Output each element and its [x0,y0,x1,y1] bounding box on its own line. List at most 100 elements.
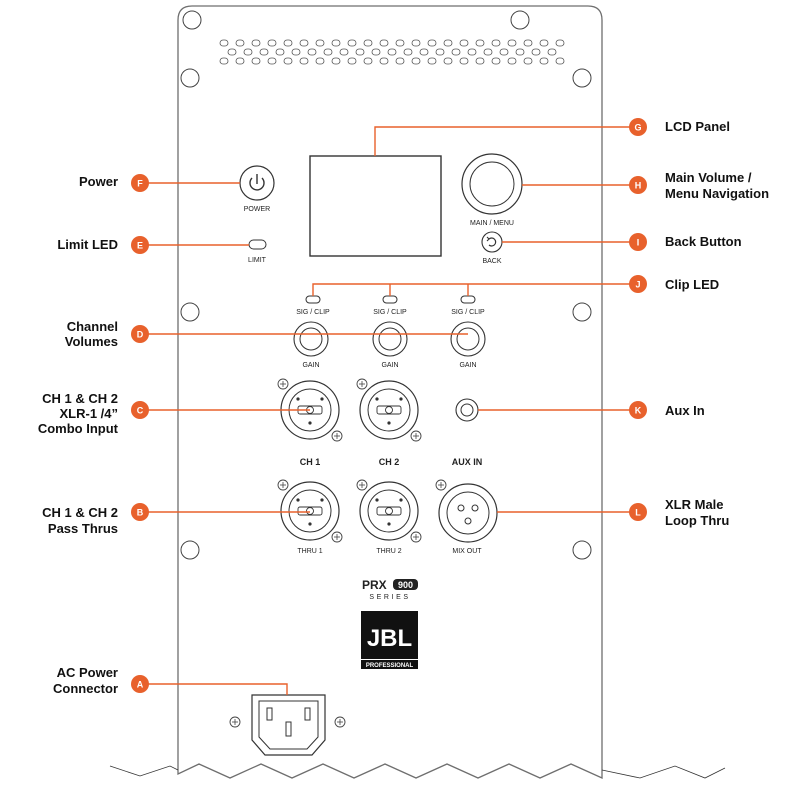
sig-clip-led-3 [460,295,476,304]
vent-hole [387,48,397,56]
back-arrow-icon [486,236,497,247]
vent-hole [467,48,477,56]
vent-hole [531,48,541,56]
vent-hole [491,39,501,47]
svg-text:F: F [137,179,143,189]
screw-icon [572,302,592,322]
limit-led [248,239,267,250]
series-model: PRX [362,578,387,592]
thru1-jack[interactable] [280,481,340,541]
svg-text:E: E [137,241,143,251]
callout-badge-e: E [131,236,149,254]
lcd-panel [309,155,442,257]
screw-icon [182,10,202,30]
back-button[interactable] [481,231,503,253]
callout-badge-d: D [131,325,149,343]
vent-hole [395,57,405,65]
vent-hole [323,48,333,56]
vent-hole [339,48,349,56]
limit-label: LIMIT [248,257,267,264]
vent-hole [267,57,277,65]
svg-text:J: J [635,280,640,290]
vent-hole [427,39,437,47]
vent-hole [555,39,565,47]
series-number: 900 [398,580,413,590]
vent-hole [523,39,533,47]
screw-icon [410,430,422,442]
vent-hole [443,39,453,47]
screw-icon [180,302,200,322]
gain-knob-3[interactable] [450,321,486,357]
screw-icon [356,378,368,390]
vent-hole [235,57,245,65]
ch2-combo-input[interactable] [359,380,419,440]
vent-hole [419,48,429,56]
vent-hole [459,39,469,47]
screw-icon [277,479,289,491]
sig-clip-led-1 [305,295,321,304]
vent-hole [555,57,565,65]
xlr-male-mix-out[interactable] [438,483,498,543]
aux-in-label: AUX IN [452,457,483,467]
vent-hole [291,48,301,56]
callout-label-pass-thrus-2: Pass Thrus [48,521,118,536]
vent-hole [411,39,421,47]
gain-knob-1[interactable] [293,321,329,357]
vent-hole [539,57,549,65]
sig-clip-led-2 [382,295,398,304]
main-menu-label: MAIN / MENU [470,220,514,227]
vent-hole [491,57,501,65]
callout-badge-l: L [629,503,647,521]
power-button[interactable] [239,165,275,201]
vent-hole [227,48,237,56]
vent-hole [243,48,253,56]
back-label: BACK [482,258,501,265]
thru1-label: THRU 1 [297,548,322,555]
callout-label-main-volume-1: Main Volume / [665,170,752,185]
thru2-jack[interactable] [359,481,419,541]
vent-hole [507,39,517,47]
vent-hole [331,57,341,65]
gain-knob-2[interactable] [372,321,408,357]
vent-hole [459,57,469,65]
svg-text:G: G [634,123,641,133]
screw-icon [572,68,592,88]
callout-label-power: Power [79,174,118,189]
vent-hole [507,57,517,65]
callout-badge-b: B [131,503,149,521]
callout-badge-g: G [629,118,647,136]
ac-power-connector[interactable] [229,694,346,756]
vent-hole [443,57,453,65]
screw-icon [410,531,422,543]
callout-label-ac-power-1: AC Power [57,665,118,680]
callout-label-lcd-panel: LCD Panel [665,119,730,134]
vent-hole [363,57,373,65]
callout-label-combo-3: Combo Input [38,421,119,436]
vent-hole [515,48,525,56]
vent-hole [299,39,309,47]
vent-hole [251,39,261,47]
main-volume-knob[interactable] [461,153,523,215]
vent-hole [475,57,485,65]
vent-hole [283,57,293,65]
callout-badge-i: I [629,233,647,251]
prx-series-logo: PRX 900 SERIES [362,578,418,601]
vent-hole [219,39,229,47]
leader-lines [140,126,638,695]
callout-badge-f: F [131,174,149,192]
vent-hole [267,39,277,47]
vent-hole [499,48,509,56]
svg-text:C: C [137,406,144,416]
screw-icon [180,68,200,88]
ch2-label: CH 2 [379,457,400,467]
power-label: POWER [244,206,270,213]
aux-in-jack[interactable] [455,398,479,422]
svg-text:A: A [137,680,144,690]
callout-label-combo-2: XLR-1 /4” [59,406,118,421]
vent-hole [371,48,381,56]
svg-text:L: L [635,508,641,518]
screw-icon [180,540,200,560]
vent-hole [299,57,309,65]
vent-hole [283,39,293,47]
